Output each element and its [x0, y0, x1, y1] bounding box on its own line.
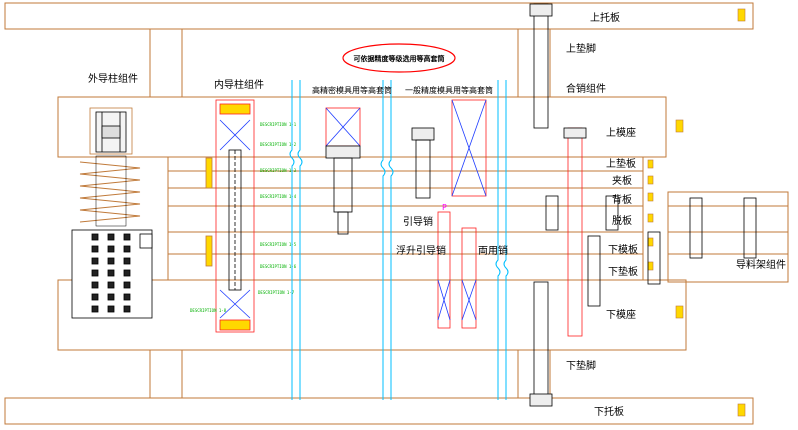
general-sleeve-part — [411, 99, 487, 199]
label-bottom-plate: 下托板 — [594, 405, 624, 418]
label-precision-sleeve: 高精密模具用等高套筒 — [312, 85, 392, 95]
spec-notes: DESCRIPTION 1-1 DESCRIPTION 1-2 DESCRIPT… — [190, 122, 297, 313]
label-top-plate: 上托板 — [590, 11, 620, 24]
precision-sleeve-part — [325, 107, 361, 235]
closing-pin-assembly — [529, 3, 757, 407]
svg-text:DESCRIPTION 1-4: DESCRIPTION 1-4 — [260, 194, 297, 199]
label-closing-assembly: 合销组件 — [566, 82, 606, 95]
label-upper-die-seat: 上模座 — [606, 126, 636, 139]
label-outer-guide-assembly: 外导柱组件 — [88, 72, 138, 85]
label-lower-foot: 下垫脚 — [566, 359, 596, 372]
upper-foot-left — [149, 28, 183, 98]
svg-text:DESCRIPTION 1-6: DESCRIPTION 1-6 — [260, 264, 297, 269]
back-plate — [167, 187, 644, 207]
adjustable-sleeve-callout: 可依据精度等级选用等高套筒 — [342, 43, 456, 73]
inner-guide-post-assembly — [205, 99, 255, 333]
label-lower-die-plate: 下模板 — [608, 243, 638, 256]
label-general-sleeve: 一般精度模具用等高套筒 — [405, 85, 493, 95]
guide-frame — [667, 191, 789, 283]
thickness-tags — [647, 8, 746, 417]
top-plate — [4, 2, 754, 30]
pilot-pins — [437, 211, 477, 329]
label-upper-foot: 上垫脚 — [566, 42, 596, 55]
label-lower-pad: 下垫板 — [608, 265, 638, 278]
label-clamp-plate: 夹板 — [612, 174, 632, 187]
svg-text:DESCRIPTION 1-1: DESCRIPTION 1-1 — [260, 122, 297, 127]
svg-text:DESCRIPTION 1-3: DESCRIPTION 1-3 — [260, 168, 297, 173]
label-guide-frame-assembly: 导料架组件 — [736, 258, 786, 271]
clamp-plate — [167, 170, 644, 189]
label-upper-pad: 上垫板 — [606, 157, 636, 170]
lower-foot-left — [149, 349, 183, 399]
label-pilot-pin: 引导销 — [403, 215, 433, 228]
svg-text:DESCRIPTION 1-5: DESCRIPTION 1-5 — [260, 242, 297, 247]
label-stripper-plate: 脱板 — [612, 214, 632, 227]
bottom-plate — [4, 397, 754, 425]
label-back-plate: 背板 — [612, 193, 632, 206]
label-lower-die-seat: 下模座 — [606, 308, 636, 321]
label-dual-pin: 両用销 — [478, 244, 508, 257]
lower-die-seat — [57, 279, 687, 351]
svg-text:DESCRIPTION 1-8: DESCRIPTION 1-8 — [190, 308, 227, 313]
labels: 上托板 上垫脚 外导柱组件 内导柱组件 高精密模具用等高套筒 一般精度模具用等高… — [88, 11, 786, 418]
outer-guide-post-assembly — [71, 107, 153, 319]
svg-text:DESCRIPTION 1-7: DESCRIPTION 1-7 — [258, 290, 295, 295]
plates — [4, 2, 789, 425]
upper-die-seat — [57, 96, 667, 158]
label-pink-marker: P — [442, 203, 447, 212]
label-inner-guide-assembly: 内导柱组件 — [214, 78, 264, 91]
svg-text:DESCRIPTION 1-2: DESCRIPTION 1-2 — [260, 142, 297, 147]
upper-pad — [167, 156, 644, 172]
lower-pad — [167, 253, 644, 281]
svg-text:可依据精度等级选用等高套筒: 可依据精度等级选用等高套筒 — [354, 54, 445, 63]
label-floating-pilot-pin: 浮升引导销 — [396, 244, 446, 257]
break-lines — [289, 80, 509, 400]
